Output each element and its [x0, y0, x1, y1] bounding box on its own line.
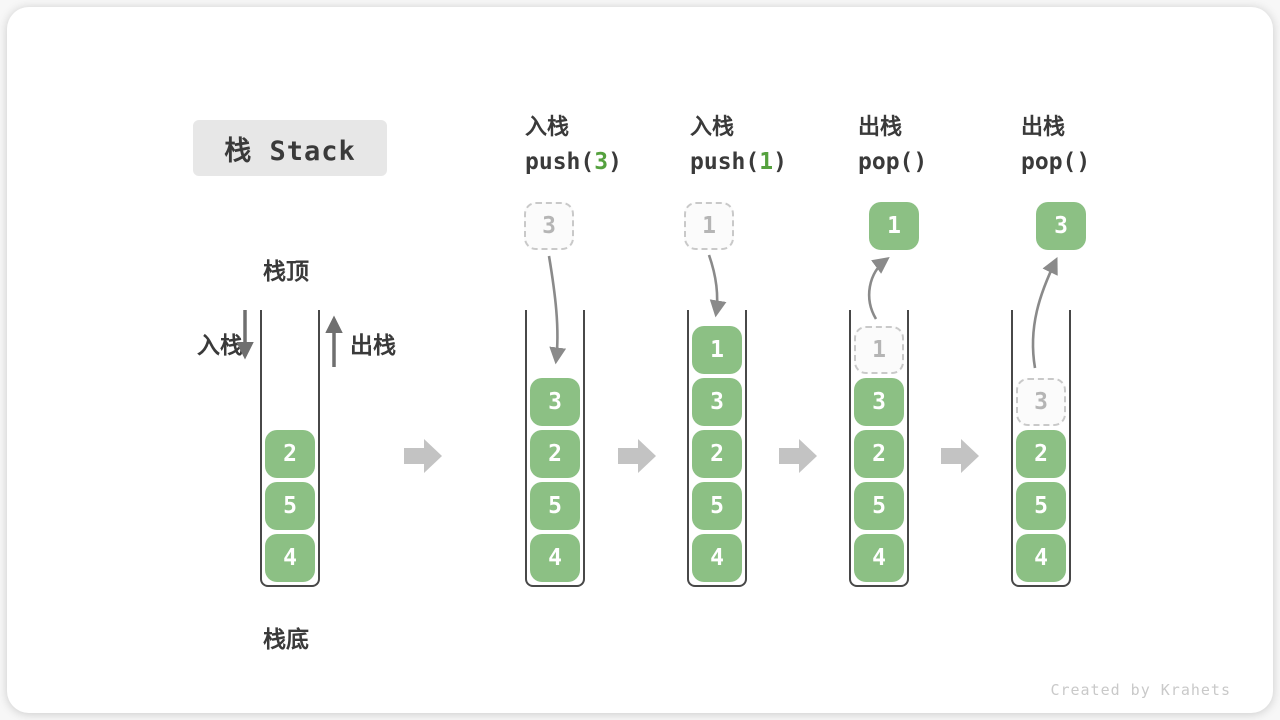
stack-cell: 4 [854, 534, 904, 582]
popped-value-box: 3 [1036, 202, 1086, 250]
code-suf: ) [608, 149, 622, 175]
op-header-pop-3: 出栈 pop() [1021, 114, 1090, 175]
op-code: push(1) [690, 149, 787, 175]
stack-cell: 4 [692, 534, 742, 582]
stack-cell: 2 [1016, 430, 1066, 478]
step-arrow-icon [618, 439, 656, 473]
stack-cell: 2 [854, 430, 904, 478]
stack-cell-ghost: 1 [854, 326, 904, 374]
code-pre: push( [690, 149, 760, 175]
op-code: pop() [858, 149, 927, 175]
code-pre: push( [525, 149, 595, 175]
popped-value-box: 1 [869, 202, 919, 250]
code-pre: pop( [858, 149, 914, 175]
title-box: 栈 Stack [193, 120, 387, 176]
code-suf: ) [913, 149, 928, 175]
stack-cell: 5 [692, 482, 742, 530]
stack-cell: 5 [530, 482, 580, 530]
stack-cell: 5 [265, 482, 315, 530]
op-code: push(3) [525, 149, 622, 175]
code-suf: ) [773, 149, 787, 175]
stack-cell: 4 [530, 534, 580, 582]
stack-container-push-3: 3 2 5 4 [525, 310, 585, 587]
op-header-push-3: 入栈 push(3) [525, 114, 622, 175]
stack-cell-ghost: 3 [1016, 378, 1066, 426]
stack-cell: 5 [854, 482, 904, 530]
stack-cell: 3 [530, 378, 580, 426]
stack-cell: 1 [692, 326, 742, 374]
code-arg: 3 [594, 149, 609, 175]
stack-cell: 2 [265, 430, 315, 478]
code-suf: ) [1076, 149, 1091, 175]
stack-container-pop-1: 1 3 2 5 4 [849, 310, 909, 587]
stack-cell: 2 [692, 430, 742, 478]
stack-top-label: 栈顶 [263, 258, 309, 284]
op-name: 出栈 [1021, 114, 1066, 139]
op-header-pop-1: 出栈 pop() [858, 114, 927, 175]
diagram-card: 栈 Stack 栈顶 栈底 入栈 出栈 入栈 push(3) 入栈 push(1… [7, 7, 1273, 713]
step-arrow-icon [404, 439, 442, 473]
stack-cell: 3 [692, 378, 742, 426]
pop-direction-label: 出栈 [350, 332, 396, 358]
step-arrow-icon [779, 439, 817, 473]
incoming-value-box: 3 [524, 202, 574, 250]
page-title: 栈 Stack [224, 135, 356, 167]
op-name: 入栈 [690, 114, 735, 139]
stack-container-initial: 2 5 4 [260, 310, 320, 587]
stack-cell: 2 [530, 430, 580, 478]
code-arg: 1 [759, 149, 774, 175]
code-pre: pop( [1021, 149, 1077, 175]
watermark: Created by Krahets [1050, 681, 1231, 699]
incoming-value-box: 1 [684, 202, 734, 250]
stack-bottom-label: 栈底 [263, 626, 309, 652]
op-name: 入栈 [525, 114, 570, 139]
stack-container-push-1: 1 3 2 5 4 [687, 310, 747, 587]
push-direction-label: 入栈 [197, 332, 243, 358]
stack-cell: 4 [265, 534, 315, 582]
stack-cell: 3 [854, 378, 904, 426]
stack-container-pop-3: 3 2 5 4 [1011, 310, 1071, 587]
op-header-push-1: 入栈 push(1) [690, 114, 787, 175]
op-code: pop() [1021, 149, 1090, 175]
push-1-flow-arrow-icon [707, 254, 727, 318]
op-name: 出栈 [858, 114, 903, 139]
stack-cell: 4 [1016, 534, 1066, 582]
step-arrow-icon [941, 439, 979, 473]
stack-cell: 5 [1016, 482, 1066, 530]
